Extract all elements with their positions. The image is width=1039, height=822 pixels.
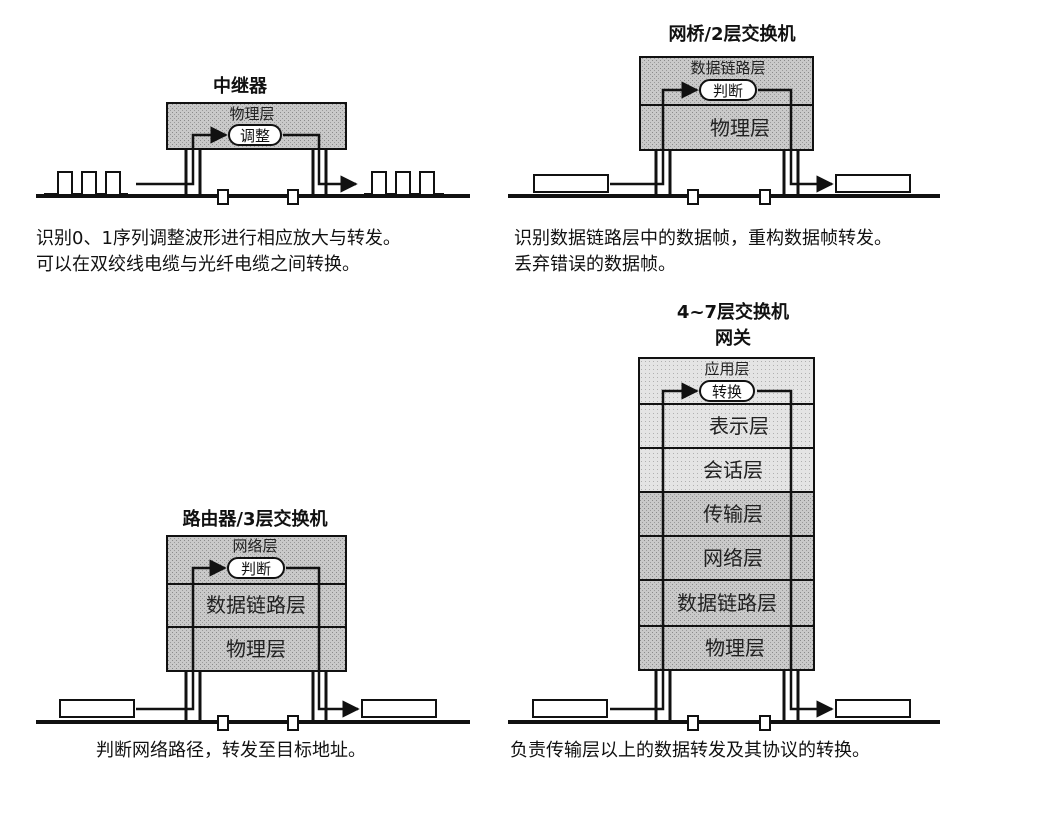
gateway-layer-5: 数据链路层	[677, 591, 777, 615]
router-caption: 判断网络路径，转发至目标地址。	[96, 740, 366, 761]
router-layer-1: 数据链路层	[206, 593, 306, 617]
gateway-op-bubble	[699, 380, 755, 402]
bridge-caption-1: 识别数据链路层中的数据帧，重构数据帧转发。	[514, 228, 892, 249]
repeater-caption-2: 可以在双绞线电缆与光纤电缆之间转换。	[36, 254, 360, 275]
bridge-op-label: 判断	[713, 82, 743, 100]
repeater-signal-out	[283, 133, 358, 193]
bridge-caption-2: 丢弃错误的数据帧。	[514, 254, 676, 275]
right-port	[287, 189, 299, 205]
bridge-layer-1: 物理层	[710, 116, 770, 140]
repeater-op-bubble	[228, 124, 282, 146]
bridge-physical-layer	[639, 104, 814, 151]
router-op-label: 判断	[241, 560, 271, 578]
gateway-layer-0: 应用层	[704, 360, 749, 378]
router-layer-0: 网络层	[232, 537, 277, 555]
bridge-layer-0: 数据链路层	[690, 59, 765, 77]
router-op-bubble	[227, 557, 285, 579]
gateway-datalink-layer	[638, 579, 815, 627]
gateway-layer-2: 会话层	[703, 458, 763, 482]
repeater-title: 中继器	[213, 75, 268, 97]
repeater-caption-1: 识别0、1序列调整波形进行相应放大与转发。	[36, 228, 401, 249]
router-datalink-layer	[166, 583, 347, 628]
gateway-panel: 4~7层交换机 网关 应用层 表示层 会话层 传输层 网络层 数据链路层 物理层…	[508, 301, 940, 731]
gateway-title-1: 4~7层交换机	[677, 301, 789, 323]
output-waveform	[364, 171, 444, 195]
gateway-op-label: 转换	[712, 383, 742, 401]
gateway-caption: 负责传输层以上的数据转发及其协议的转换。	[510, 740, 870, 761]
input-waveform	[44, 171, 128, 195]
router-title: 路由器/3层交换机	[182, 508, 327, 530]
gateway-network-layer	[638, 535, 815, 581]
left-port	[217, 189, 229, 205]
repeater-layer-label: 物理层	[229, 105, 274, 123]
bridge-in-frame	[533, 174, 609, 193]
gateway-layer-6: 物理层	[705, 636, 765, 660]
repeater-signal-in	[136, 126, 228, 186]
bridge-title: 网桥/2层交换机	[668, 23, 795, 45]
router-layer-2: 物理层	[226, 637, 286, 661]
bridge-panel: 网桥/2层交换机 数据链路层 物理层 判断	[508, 23, 940, 205]
gateway-layer-3: 传输层	[703, 502, 763, 526]
repeater-op-label: 调整	[240, 127, 270, 145]
bridge-out-frame	[835, 174, 911, 193]
gateway-layer-4: 网络层	[703, 546, 763, 570]
repeater-panel: 中继器 物理层 调整	[36, 75, 470, 205]
gateway-transport-layer	[638, 491, 815, 537]
gateway-physical-layer	[638, 625, 815, 671]
gateway-layer-1: 表示层	[709, 414, 769, 438]
router-physical-layer	[166, 626, 347, 672]
gateway-title-2: 网关	[715, 327, 751, 349]
router-panel: 路由器/3层交换机 网络层 数据链路层 物理层 判断	[36, 508, 470, 731]
gateway-presentation-layer	[638, 403, 815, 449]
bridge-op-bubble	[699, 79, 757, 101]
